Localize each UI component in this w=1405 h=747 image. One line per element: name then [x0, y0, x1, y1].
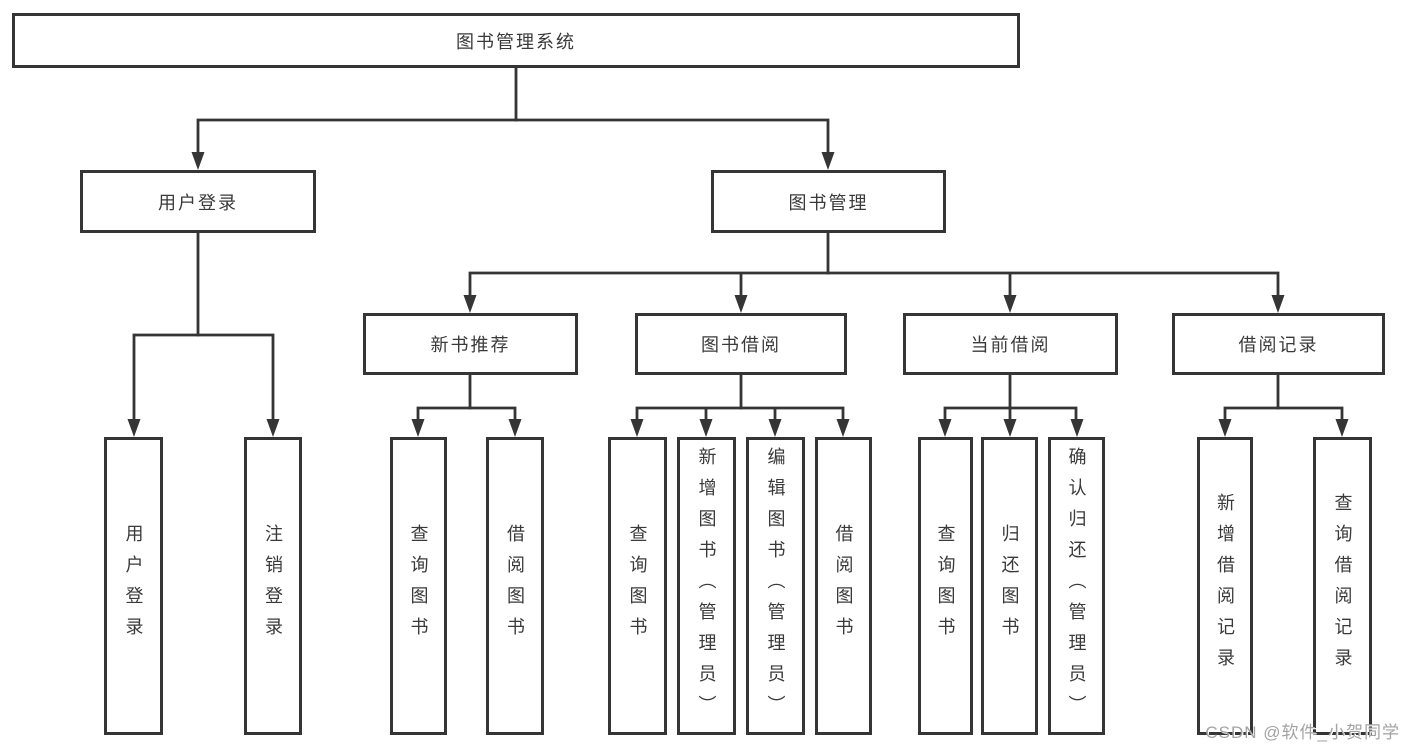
- node-label: 当前借阅: [970, 335, 1051, 355]
- node-label: 新增借阅记录: [1215, 493, 1235, 679]
- node-label: 借阅记录: [1238, 335, 1319, 355]
- leaf-add-borrow-record: 新增借阅记录: [1197, 437, 1253, 735]
- node-new-book-recommend: 新书推荐: [363, 313, 578, 375]
- node-label: 确认归还（管理员）: [1066, 446, 1087, 726]
- node-label: 用户登录: [123, 524, 144, 648]
- node-label: 借阅图书: [833, 524, 854, 648]
- node-label: 查询图书: [627, 524, 648, 648]
- leaf-confirm-return-admin: 确认归还（管理员）: [1048, 437, 1105, 735]
- node-book-management: 图书管理: [711, 170, 946, 233]
- connector-lines: [132, 68, 1344, 420]
- leaf-borrow-books: 借阅图书: [815, 437, 872, 735]
- node-label: 查询借阅记录: [1332, 493, 1353, 679]
- node-root: 图书管理系统: [12, 13, 1020, 68]
- node-label: 新书推荐: [430, 335, 511, 355]
- leaf-query-books-recommend: 查询图书: [390, 437, 447, 735]
- arrowheads: [127, 152, 1349, 437]
- node-label: 编辑图书（管理员）: [765, 446, 786, 726]
- leaf-add-books-admin: 新增图书（管理员）: [677, 437, 736, 735]
- leaf-query-books-borrowing: 查询图书: [608, 437, 667, 735]
- node-borrow-records: 借阅记录: [1172, 313, 1385, 375]
- leaf-return-books: 归还图书: [981, 437, 1038, 735]
- leaf-borrow-books-recommend: 借阅图书: [486, 437, 544, 735]
- node-label: 新增图书（管理员）: [696, 446, 717, 726]
- node-label: 查询图书: [935, 524, 956, 648]
- leaf-logout-login: 注销登录: [244, 437, 302, 735]
- node-label: 查询图书: [408, 524, 429, 648]
- node-current-borrowing: 当前借阅: [903, 313, 1118, 375]
- node-label: 图书管理系统: [456, 31, 576, 52]
- node-label: 归还图书: [999, 524, 1020, 648]
- node-label: 注销登录: [263, 524, 283, 648]
- node-user-login: 用户登录: [80, 170, 316, 233]
- leaf-edit-books-admin: 编辑图书（管理员）: [746, 437, 805, 735]
- node-label: 图书借阅: [701, 335, 781, 355]
- node-book-borrowing: 图书借阅: [635, 313, 847, 375]
- leaf-query-books-current: 查询图书: [918, 437, 973, 735]
- node-label: 借阅图书: [505, 524, 525, 648]
- leaf-query-borrow-record: 查询借阅记录: [1313, 437, 1372, 735]
- node-label: 用户登录: [158, 192, 238, 213]
- csdn-watermark: CSDN @软件_小贺同学: [1205, 723, 1400, 742]
- node-label: 图书管理: [788, 192, 869, 213]
- leaf-user-login: 用户登录: [104, 437, 163, 735]
